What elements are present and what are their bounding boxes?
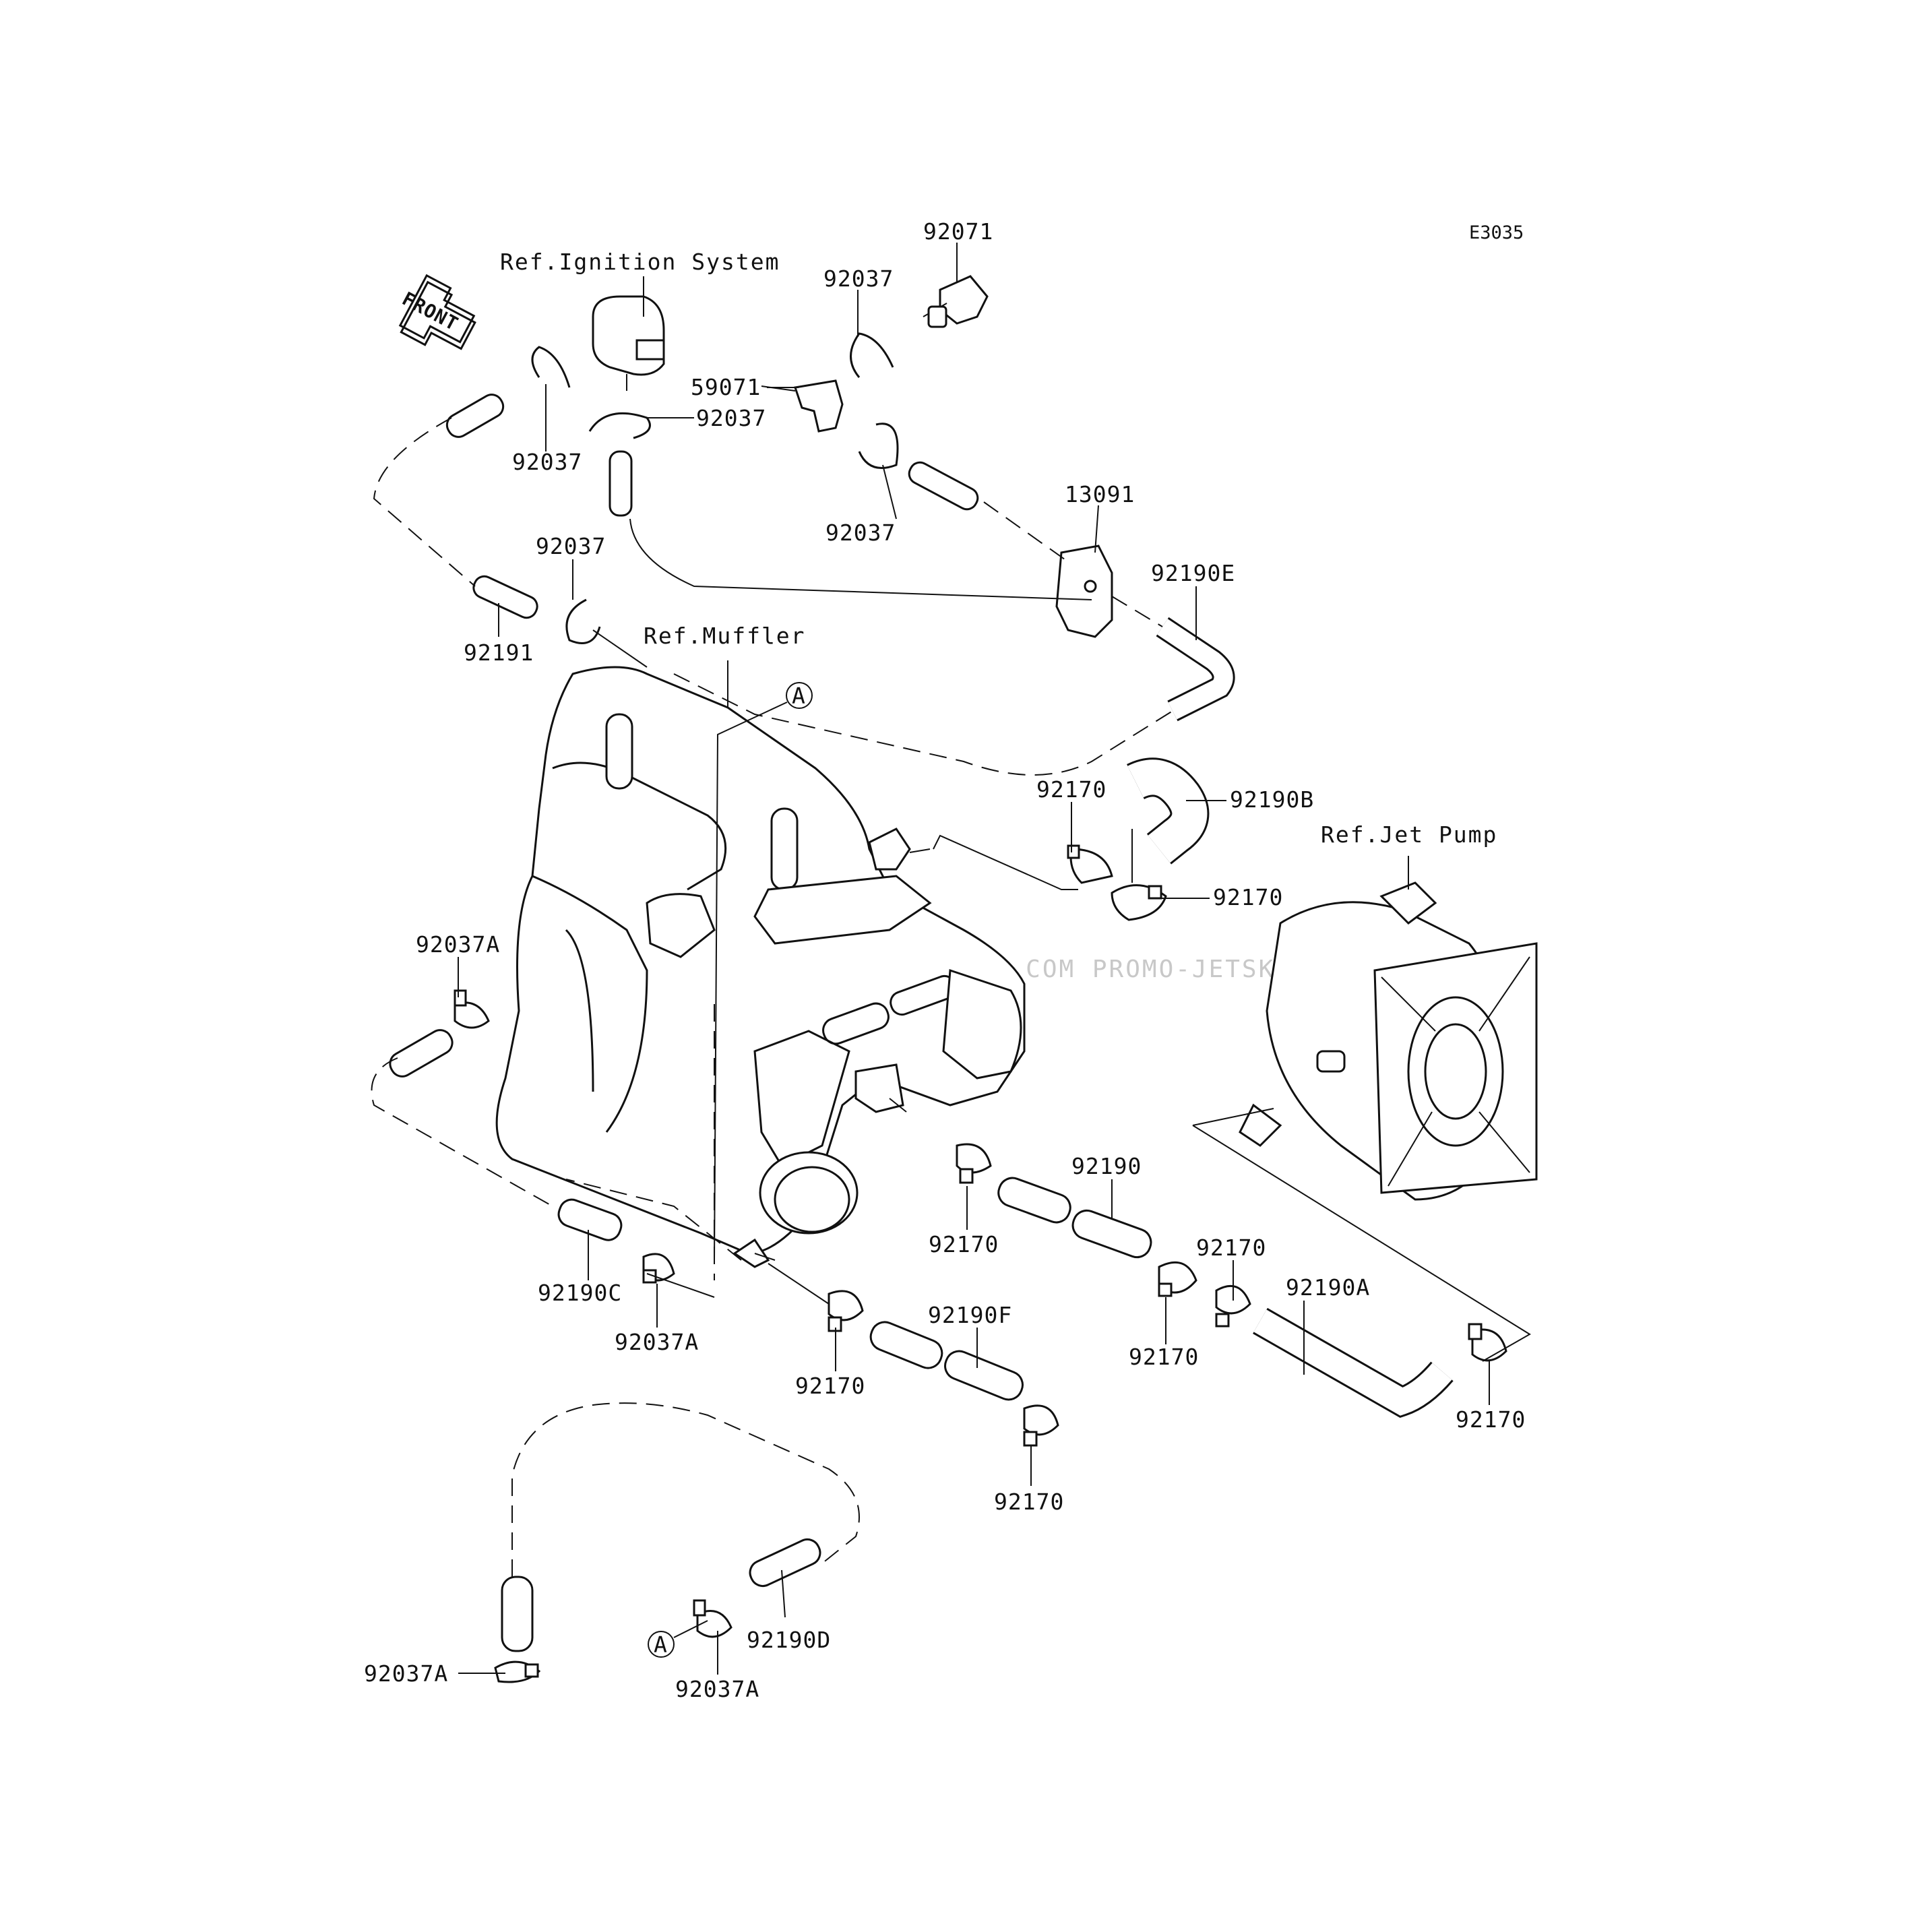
- part-label-92190A: 92190A: [1286, 1274, 1370, 1301]
- part-label-92190E: 92190E: [1151, 560, 1235, 586]
- hose-92190F-left-icon: [869, 1321, 943, 1369]
- clamp-92037-top-right-icon: [850, 332, 894, 378]
- part-label-92190D: 92190D: [747, 1627, 831, 1653]
- hose-92190-right-icon: [1071, 1209, 1152, 1259]
- part-label-92190B: 92190B: [1230, 786, 1314, 813]
- clamp-92037-muffler-icon: [565, 598, 601, 644]
- hose-92037-left-icon: [445, 394, 505, 438]
- ref-jet-pump: Ref.Jet Pump: [1321, 821, 1497, 848]
- part-label-92170-f: 92170: [795, 1373, 865, 1399]
- part-label-92037-mid-right: 92037: [825, 520, 896, 546]
- clamp-92037-ign-icon: [588, 412, 651, 439]
- clamp-92037A-bottom-mid-icon: [696, 1610, 733, 1638]
- ignition-t-fitting-icon: [592, 276, 665, 391]
- hose-92190F-right-icon: [944, 1350, 1024, 1401]
- clamp-92037A-bottom-left-icon: [494, 1660, 541, 1683]
- part-label-92190C: 92190C: [538, 1280, 622, 1306]
- marker-a-bottom-label: A: [654, 1631, 668, 1658]
- part-label-92170-a: 92170: [1036, 776, 1107, 803]
- part-label-92170-h: 92170: [1456, 1406, 1526, 1433]
- part-label-92037A-left: 92037A: [416, 931, 500, 958]
- ref-ignition-system: Ref.Ignition System: [500, 249, 780, 275]
- part-label-92071: 92071: [923, 218, 993, 245]
- hose-92190D-icon: [749, 1538, 821, 1588]
- part-label-59071: 59071: [691, 374, 761, 400]
- elbow-pipe-59071-icon: [761, 379, 844, 433]
- hose-92191-icon: [472, 575, 538, 619]
- part-label-92170-d: 92170: [1196, 1235, 1266, 1261]
- part-label-92037-top-right: 92037: [823, 266, 894, 292]
- diagram-code: E3035: [1469, 222, 1524, 243]
- part-label-92170-c: 92170: [929, 1231, 999, 1257]
- filter-13091-icon: [1055, 544, 1113, 638]
- engine-block-icon: [495, 666, 1026, 1268]
- part-label-92037A-bottom-mid: 92037A: [675, 1676, 759, 1702]
- connector-marker-a-bottom: A: [648, 1620, 708, 1658]
- part-label-92037A-mid: 92037A: [615, 1329, 699, 1355]
- part-label-92037-ign: 92037: [696, 405, 766, 431]
- hose-ign-vertical-icon: [609, 450, 633, 517]
- part-label-13091: 13091: [1065, 481, 1135, 507]
- fitting-92071-icon: [923, 275, 989, 328]
- part-label-92191: 92191: [464, 640, 534, 666]
- part-label-92190: 92190: [1071, 1153, 1142, 1179]
- hose-bottom-left-icon: [501, 1576, 534, 1652]
- part-label-92037-left: 92037: [512, 449, 582, 475]
- clamp-92037-left-icon: [531, 346, 571, 388]
- clamp-92170-g-icon: [1023, 1404, 1059, 1436]
- jet-pump-icon: [1239, 881, 1538, 1201]
- clamp-92170-h-icon: [1471, 1328, 1507, 1362]
- ref-muffler: Ref.Muffler: [644, 623, 806, 649]
- clamp-92170-b-icon: [1111, 884, 1167, 921]
- hose-92037A-left-icon: [389, 1029, 454, 1078]
- part-label-92037A-bottom-left: 92037A: [364, 1660, 448, 1687]
- part-label-92170-b: 92170: [1213, 884, 1283, 910]
- front-arrow-icon: FRONT: [398, 274, 476, 350]
- clamp-92037-mid-right-icon: [858, 423, 899, 469]
- connector-marker-a-top: A: [714, 682, 813, 1261]
- hose-92190-left-icon: [997, 1177, 1071, 1224]
- hose-92190C-icon: [557, 1198, 623, 1241]
- clamp-92037A-left-icon: [454, 1001, 490, 1029]
- hose-13091-icon: [908, 461, 979, 511]
- clamp-92170-a-screw-icon: [1067, 844, 1080, 859]
- marker-a-top-label: A: [792, 683, 806, 709]
- clamp-92170-f-icon: [828, 1290, 864, 1321]
- part-label-92170-g: 92170: [994, 1489, 1064, 1515]
- part-label-92037-muffler: 92037: [536, 533, 606, 559]
- clamp-92170-e-icon: [1215, 1284, 1251, 1315]
- part-label-92170-e: 92170: [1129, 1344, 1199, 1370]
- part-label-92190F: 92190F: [928, 1302, 1012, 1328]
- clamp-92170-a-icon: [1069, 848, 1113, 884]
